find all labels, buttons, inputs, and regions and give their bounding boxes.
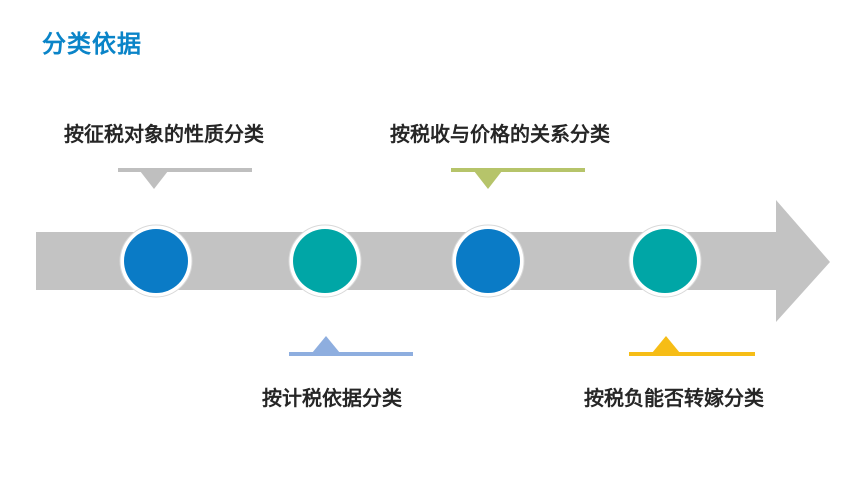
category-1-node	[119, 224, 193, 298]
category-3-label: 按税收与价格的关系分类	[390, 122, 610, 146]
category-2-line	[289, 352, 413, 356]
category-2-label: 按计税依据分类	[262, 386, 402, 410]
category-4-line	[629, 352, 755, 356]
category-1-line	[118, 168, 252, 172]
category-4-node	[628, 224, 702, 298]
category-2-node	[288, 224, 362, 298]
category-4-pointer	[652, 336, 680, 353]
category-1-marker	[118, 168, 252, 189]
category-3-node	[451, 224, 525, 298]
category-1-label: 按征税对象的性质分类	[64, 122, 264, 146]
category-3-marker	[451, 168, 585, 189]
timeline-arrow	[36, 200, 830, 322]
category-3-line	[451, 168, 585, 172]
category-4-label: 按税负能否转嫁分类	[584, 386, 764, 410]
category-4-marker	[629, 336, 755, 356]
category-1-pointer	[140, 171, 168, 189]
page-title: 分类依据	[42, 30, 142, 58]
category-3-pointer	[474, 171, 502, 189]
category-2-marker	[289, 336, 413, 356]
category-2-pointer	[312, 336, 340, 353]
